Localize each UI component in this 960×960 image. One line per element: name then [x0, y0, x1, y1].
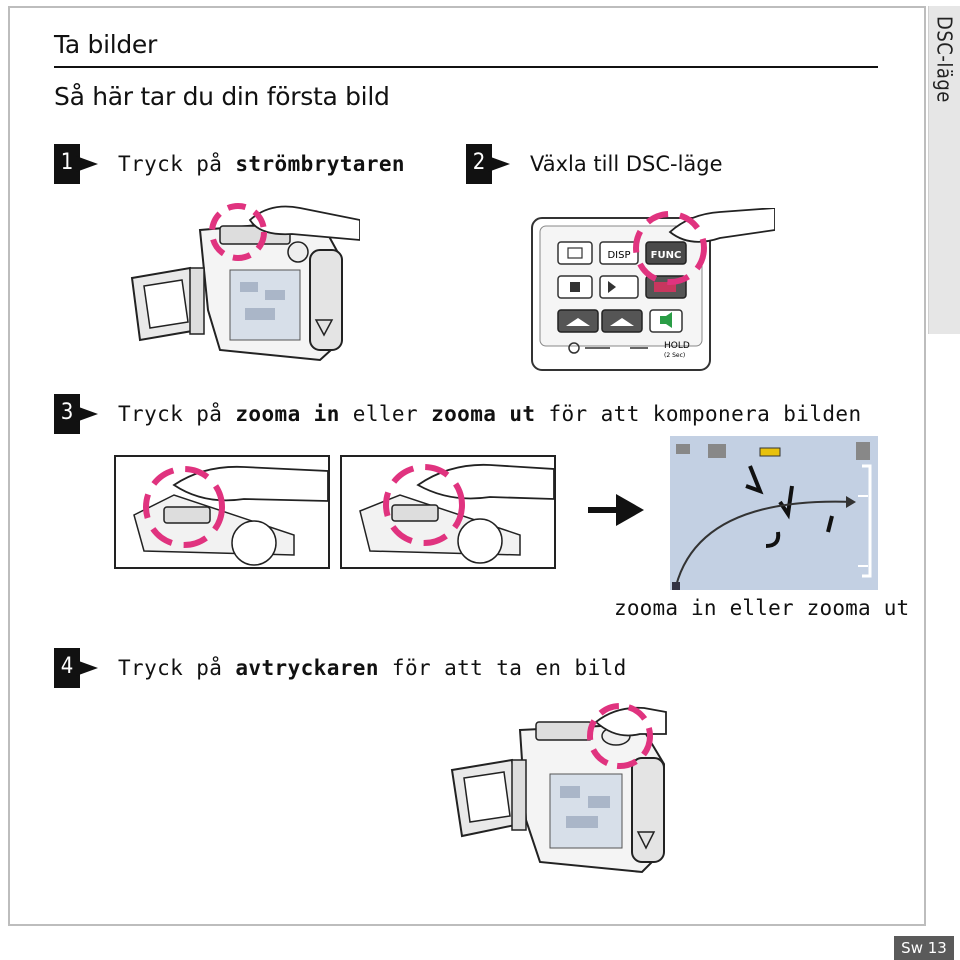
step-3-bold2: zooma ut [431, 402, 536, 426]
step-4-number: 4 [60, 654, 74, 679]
step-4-badge: 4 [54, 648, 102, 688]
camera-power-figure [130, 203, 360, 362]
page-title: Ta bilder [54, 30, 157, 59]
page-subtitle: Så här tar du din första bild [54, 82, 390, 111]
hold-label: HOLD [664, 341, 690, 351]
section-tab-label: DSC-läge [932, 16, 957, 103]
step-1-pre: Tryck på [118, 152, 236, 176]
zoom-in-figure [114, 455, 330, 569]
func-key-label: FUNC [651, 250, 682, 261]
zoom-out-figure [340, 455, 556, 569]
section-tab: DSC-läge [928, 6, 960, 334]
lcd-zoom-preview [670, 436, 878, 590]
hold-sub-label: (2 Sec) [664, 352, 685, 359]
step-4-pre: Tryck på [118, 656, 236, 680]
step-4: 4 Tryck på avtryckaren för att ta en bil… [54, 648, 627, 688]
step-3-post: för att komponera bilden [535, 402, 862, 426]
page-frame [8, 6, 926, 926]
step-2-text: Växla till DSC-läge [530, 152, 723, 176]
camera-shutter-figure [450, 703, 667, 874]
step-3-number: 3 [60, 400, 74, 425]
step-3-badge: 3 [54, 394, 102, 434]
step-2-badge: 2 [466, 144, 514, 184]
step-3-bold1: zooma in [235, 402, 340, 426]
step-4-bold: avtryckaren [235, 656, 379, 680]
arrow-right-icon [588, 494, 644, 526]
step-2-number: 2 [472, 150, 486, 175]
step-1-bold: strömbrytaren [235, 152, 405, 176]
step-3: 3 Tryck på zooma in eller zooma ut för a… [54, 394, 862, 434]
step-1: 1 Tryck på strömbrytaren [54, 144, 405, 184]
keypad-figure: DISP FUNC HOLD (2 Sec) [531, 208, 775, 371]
step-3-pre: Tryck på [118, 402, 236, 426]
step-2: 2 Växla till DSC-läge [466, 144, 723, 184]
page-number: Sw 13 [894, 936, 954, 960]
zoom-caption: zooma in eller zooma ut [614, 596, 910, 620]
step-1-badge: 1 [54, 144, 102, 184]
disp-key-label: DISP [607, 250, 630, 261]
step-1-number: 1 [60, 150, 74, 175]
title-rule [54, 66, 878, 68]
step-3-mid: eller [339, 402, 432, 426]
step-4-post: för att ta en bild [378, 656, 627, 680]
